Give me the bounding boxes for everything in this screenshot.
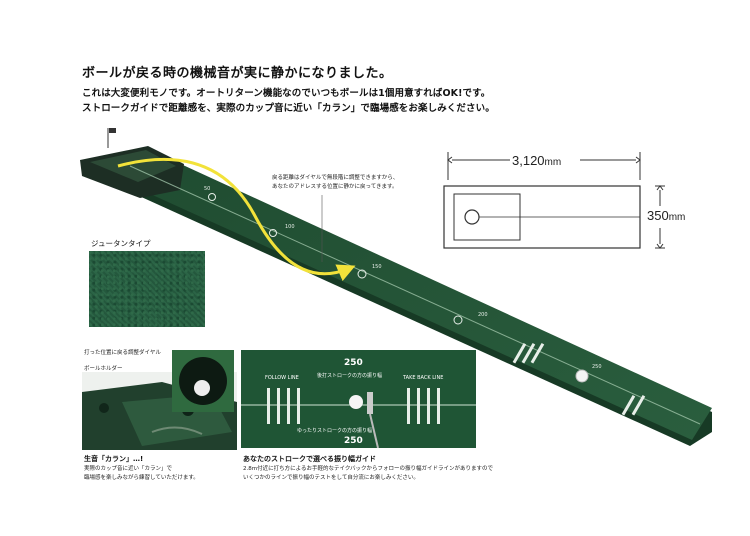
target-circle-100 — [269, 229, 277, 237]
cup-outline — [464, 209, 480, 225]
mat-surface — [102, 149, 712, 440]
subline-2: ストロークガイドで距離感を、実際のカップ音に近い「カラン」で臨場感をお楽しみくだ… — [82, 103, 495, 114]
width-dimension: 350mm — [647, 208, 686, 223]
mat-mark-200: 200 — [478, 312, 488, 318]
takeback-line-label: TAKE BACK LINE — [402, 375, 443, 381]
mat-mark-100: 100 — [285, 224, 295, 230]
dial-label: 打った位置に戻る調整ダイヤル — [84, 350, 161, 356]
stroke-title: あなたのストロークで選べる振り幅ガイド — [243, 455, 376, 463]
closeup-num-top: 250 — [344, 358, 363, 368]
mat-mark-250: 250 — [592, 364, 602, 370]
karan-text: 実際のカップ音に近い「カラン」で 臨場感を楽しみながら練習していただけます。 — [84, 466, 199, 481]
karan-title: 生音「カラン」…! — [84, 455, 144, 463]
carpet-label: ジュータンタイプ — [91, 239, 151, 248]
follow-line-label: FOLLOW LINE — [265, 375, 299, 381]
headline: ボールが戻る時の機械音が実に静かになりました。 — [82, 66, 393, 81]
holder-label: ボールホルダー — [84, 366, 123, 372]
golf-ball — [575, 369, 589, 383]
putter-shaft — [369, 413, 379, 448]
mat-center-line — [129, 165, 701, 425]
putter-head — [367, 392, 373, 414]
cup-ball — [194, 380, 210, 396]
carpet-sample — [89, 251, 205, 327]
target-circle-50 — [208, 193, 216, 201]
target-circle-200 — [453, 315, 463, 325]
dimension-diagram — [443, 152, 665, 249]
subline-1: これは大変便利モノです。オートリターン機能なのでいつもボールは1個用意すればOK… — [82, 88, 491, 99]
stroke-guide-closeup: 250 250 FOLLOW LINE TAKE BACK LINE 後打ストロ… — [241, 350, 476, 448]
mat-mark-50: 50 — [204, 186, 210, 192]
target-circle-150 — [357, 269, 367, 279]
return-note: 戻る距離はダイヤルで無段階に調整できますから、 あなたのアドレスする位置に静かに… — [272, 175, 399, 190]
closeup-num-bottom: 250 — [344, 436, 363, 446]
length-dimension: 3,120mm — [512, 153, 562, 168]
flag-icon — [109, 128, 116, 133]
cup-photo — [172, 350, 234, 412]
return-path-arrow — [117, 157, 356, 282]
mat-mark-150: 150 — [372, 264, 382, 270]
closeup-bottom-note: ゆったりストロークの方の振り幅 — [297, 427, 372, 434]
ball-holder-hole — [99, 403, 109, 413]
closeup-top-note: 後打ストロークの方の振り幅 — [317, 372, 382, 379]
stroke-text: 2.8m付近に打ち方によるお手軽的なテイクバックからフォローの振り幅ガイドライン… — [243, 466, 494, 481]
closeup-ball — [349, 395, 363, 409]
